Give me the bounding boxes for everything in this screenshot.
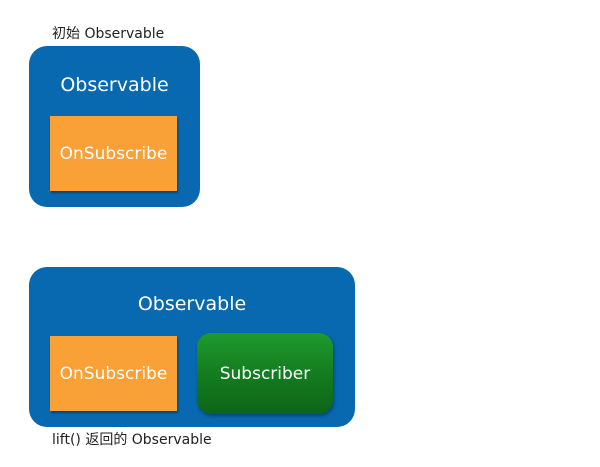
diagram1-onsubscribe-box: OnSubscribe [50, 116, 177, 191]
diagram2-onsubscribe-box: OnSubscribe [50, 336, 177, 411]
diagram1-observable-label: Observable [60, 74, 169, 96]
diagram2-observable-box: Observable OnSubscribe Subscriber [29, 267, 355, 427]
diagram1-onsubscribe-label: OnSubscribe [59, 143, 168, 164]
diagram1-observable-box: Observable OnSubscribe [29, 46, 200, 207]
diagram2-observable-label: Observable [137, 293, 247, 315]
diagram1-caption: 初始 Observable [52, 26, 165, 42]
diagram2-subscriber-box: Subscriber [197, 333, 333, 414]
diagram2-caption: lift() 返回的 Observable [52, 432, 212, 448]
diagram2-onsubscribe-label: OnSubscribe [59, 363, 168, 384]
diagram2-subscriber-label: Subscriber [219, 363, 311, 384]
